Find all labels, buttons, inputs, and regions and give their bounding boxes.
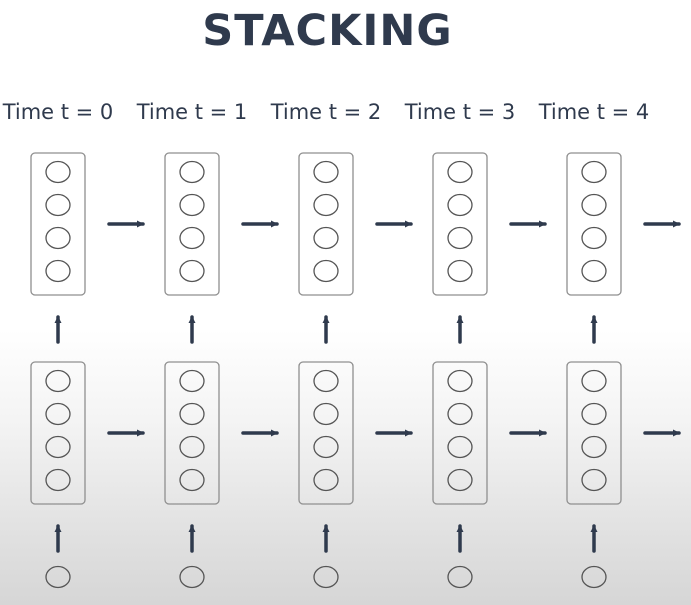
neuron-upper-t3-3 (447, 259, 473, 283)
neuron-lower-t4-0 (581, 369, 607, 393)
time-label-t1: Time t = 1 (136, 100, 248, 124)
neuron-upper-t4-0 (581, 160, 607, 184)
neuron-lower-t2-3 (313, 468, 339, 492)
layer-box-upper-t0 (30, 152, 86, 296)
neuron-upper-t2-1 (313, 193, 339, 217)
neuron-upper-t4-3 (581, 259, 607, 283)
neuron-upper-t0-2 (45, 226, 71, 250)
neuron-lower-t1-2 (179, 435, 205, 459)
neuron-lower-t2-0 (313, 369, 339, 393)
neuron-upper-t1-0 (179, 160, 205, 184)
neuron-upper-t2-3 (313, 259, 339, 283)
layer-box-upper-t3 (432, 152, 488, 296)
layer-box-upper-t1 (164, 152, 220, 296)
neuron-lower-t4-1 (581, 402, 607, 426)
neuron-upper-t2-2 (313, 226, 339, 250)
neuron-upper-t0-0 (45, 160, 71, 184)
time-label-t4: Time t = 4 (538, 100, 650, 124)
input-node-t0 (45, 565, 71, 589)
neuron-lower-t1-3 (179, 468, 205, 492)
neuron-lower-t3-1 (447, 402, 473, 426)
neuron-upper-t0-1 (45, 193, 71, 217)
layer-box-lower-t0 (30, 361, 86, 505)
neuron-upper-t3-0 (447, 160, 473, 184)
layer-box-lower-t4 (566, 361, 622, 505)
neuron-lower-t0-1 (45, 402, 71, 426)
layer-box-lower-t2 (298, 361, 354, 505)
time-label-t2: Time t = 2 (270, 100, 382, 124)
neuron-upper-t3-2 (447, 226, 473, 250)
neuron-upper-t3-1 (447, 193, 473, 217)
layer-box-upper-t4 (566, 152, 622, 296)
neuron-lower-t3-3 (447, 468, 473, 492)
neuron-lower-t2-1 (313, 402, 339, 426)
input-node-t1 (179, 565, 205, 589)
layer-box-lower-t1 (164, 361, 220, 505)
neuron-upper-t4-1 (581, 193, 607, 217)
neuron-lower-t3-2 (447, 435, 473, 459)
neuron-lower-t2-2 (313, 435, 339, 459)
neuron-lower-t4-2 (581, 435, 607, 459)
neuron-lower-t0-0 (45, 369, 71, 393)
neuron-upper-t1-2 (179, 226, 205, 250)
neuron-lower-t4-3 (581, 468, 607, 492)
layer-box-lower-t3 (432, 361, 488, 505)
neuron-lower-t3-0 (447, 369, 473, 393)
neuron-upper-t4-2 (581, 226, 607, 250)
neuron-upper-t1-1 (179, 193, 205, 217)
neuron-lower-t1-1 (179, 402, 205, 426)
layer-box-upper-t2 (298, 152, 354, 296)
neuron-upper-t0-3 (45, 259, 71, 283)
input-node-t3 (447, 565, 473, 589)
input-node-t4 (581, 565, 607, 589)
neuron-upper-t1-3 (179, 259, 205, 283)
input-node-t2 (313, 565, 339, 589)
neuron-lower-t0-3 (45, 468, 71, 492)
neuron-lower-t1-0 (179, 369, 205, 393)
time-label-t3: Time t = 3 (404, 100, 516, 124)
title: STACKING (202, 6, 453, 56)
time-label-t0: Time t = 0 (2, 100, 114, 124)
neuron-upper-t2-0 (313, 160, 339, 184)
neuron-lower-t0-2 (45, 435, 71, 459)
